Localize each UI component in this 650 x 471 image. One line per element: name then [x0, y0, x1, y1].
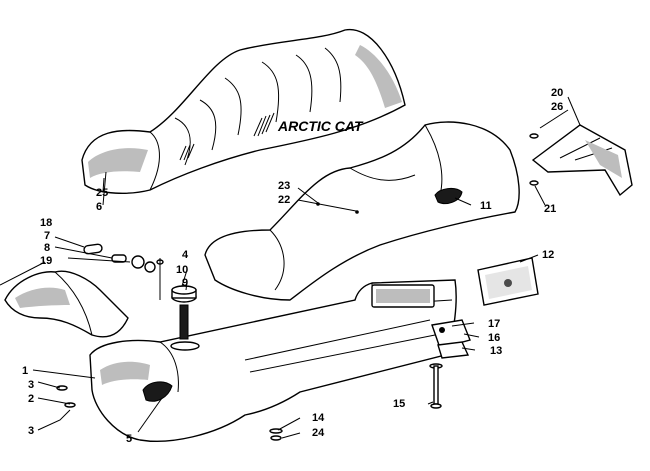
- callout-21: 21: [544, 203, 556, 215]
- callout-10: 10: [176, 264, 188, 276]
- callout-6: 6: [96, 201, 102, 213]
- side-cover: [4, 270, 129, 338]
- reflector: [477, 257, 539, 306]
- seat-base-pan: [89, 279, 457, 442]
- fasteners: [56, 133, 539, 441]
- callout-5: 5: [126, 433, 132, 445]
- callout-23: 23: [278, 180, 290, 192]
- callout-20: 20: [551, 87, 563, 99]
- hinge-hardware: [83, 243, 156, 273]
- callout-1: 1: [22, 365, 28, 377]
- callout-2: 2: [28, 393, 34, 405]
- seat-cover: ARCTIC CAT: [81, 28, 406, 194]
- callout-3-lower: 3: [28, 425, 34, 437]
- callout-12: 12: [542, 249, 554, 261]
- leader-lines: [0, 96, 581, 439]
- callout-13: 13: [490, 345, 502, 357]
- callout-25: 25: [96, 187, 108, 199]
- callout-22: 22: [278, 194, 290, 206]
- brand-text: ARCTIC CAT: [277, 118, 364, 134]
- callout-8: 8: [44, 242, 50, 254]
- callout-7: 7: [44, 230, 50, 242]
- callout-19: 19: [40, 255, 52, 267]
- callout-16: 16: [488, 332, 500, 344]
- callout-15: 15: [393, 398, 405, 410]
- arctic-cat-logo: ARCTIC CAT: [179, 112, 364, 161]
- callout-17: 17: [488, 318, 500, 330]
- callout-26: 26: [551, 101, 563, 113]
- callout-9: 9: [182, 277, 188, 289]
- callout-labels: 1 2 3 3 4 5 6 7 8 9 10 11 12 13 14 15 16…: [22, 87, 563, 445]
- mounting-bracket: [431, 319, 471, 359]
- rear-bracket: [531, 124, 633, 197]
- callout-11: 11: [480, 200, 492, 212]
- gas-cap: [171, 285, 197, 340]
- callout-3-upper: 3: [28, 379, 34, 391]
- callout-18: 18: [40, 217, 52, 229]
- callout-24: 24: [312, 427, 325, 439]
- callout-14: 14: [312, 412, 325, 424]
- seat-foam: [204, 121, 520, 301]
- callout-4: 4: [182, 249, 189, 261]
